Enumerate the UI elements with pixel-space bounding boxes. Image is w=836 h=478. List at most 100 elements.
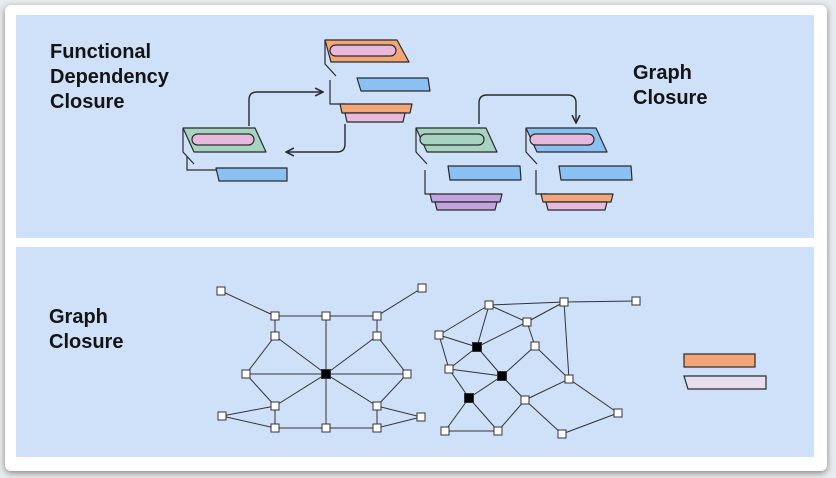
network-right-hub-node — [464, 393, 474, 403]
functional-dependency-closure-title: Functional Dependency Closure — [50, 41, 169, 113]
network-right-edge — [568, 378, 619, 414]
stack-rb-bracket — [535, 170, 547, 195]
network-left-edge — [376, 416, 422, 429]
network-left-node — [372, 331, 382, 341]
network-left-node — [241, 369, 251, 379]
network-left-node — [216, 286, 226, 296]
stack-center-edge — [324, 40, 337, 77]
network-right-node — [484, 300, 494, 310]
arrows — [248, 92, 576, 152]
legend — [683, 353, 767, 390]
stack-left-blue-sheet — [215, 167, 288, 182]
stack-left-pink-pill — [191, 133, 255, 146]
legend-orange-swatch — [683, 353, 756, 368]
network-right-edge — [561, 412, 619, 435]
network-right-edge — [563, 300, 637, 303]
network-left-edge — [245, 335, 276, 375]
stack-rg-blue-sheet — [447, 165, 522, 181]
stack-left — [182, 127, 288, 182]
stack-rb-orange-strip — [540, 193, 614, 203]
network-right-node — [557, 429, 567, 439]
stack-center — [324, 39, 431, 123]
network-left-edge — [376, 373, 408, 407]
network-left-node — [372, 401, 382, 411]
stack-rb-pink-pill — [529, 133, 595, 146]
network-right — [434, 296, 641, 439]
network-left-edge — [220, 290, 276, 317]
network-left-node — [321, 311, 331, 321]
network-left-edge — [325, 335, 378, 375]
network-right-edge — [438, 304, 490, 336]
network-left-hub-node — [321, 369, 331, 379]
network-right-node — [493, 426, 503, 436]
network-left-edge — [376, 287, 423, 317]
network-left-edge — [325, 373, 378, 407]
network-right-hub-node — [497, 371, 507, 381]
network-left-node — [321, 423, 331, 433]
network-left-node — [270, 311, 280, 321]
legend-lavender-swatch — [683, 375, 767, 390]
network-left-edge — [221, 415, 276, 429]
network-right-node — [564, 374, 574, 384]
network-right-edge — [488, 304, 528, 323]
network-right-edge — [476, 321, 528, 348]
arrow-green-to-blue — [478, 94, 576, 124]
stack-left-edge — [182, 128, 195, 165]
network-left-edge — [274, 373, 327, 407]
network-right-node — [559, 297, 569, 307]
network-right-node — [434, 330, 444, 340]
network-right-edge — [488, 301, 565, 306]
stack-center-orange-strip — [339, 103, 413, 114]
network-right-edge — [448, 368, 503, 377]
stack-rb-edge — [525, 128, 538, 165]
network-right-edge — [468, 375, 503, 399]
network-right-edge — [524, 378, 570, 401]
network-right-hub-node — [472, 342, 482, 352]
network-right-edge — [468, 397, 499, 432]
network-right-edge — [563, 301, 570, 380]
network-left-node — [416, 412, 426, 422]
stack-rg-purple-strip — [429, 193, 503, 203]
network-right-node — [613, 408, 623, 418]
network-right-node — [440, 426, 450, 436]
stack-rg-outline-pill — [419, 133, 485, 146]
stack-right-blue — [525, 127, 633, 211]
network-right-node — [444, 364, 454, 374]
graph-closure-title-bottom: Graph Closure — [49, 306, 124, 353]
network-right-edge — [476, 304, 490, 348]
network-right-edge — [526, 301, 565, 323]
stack-center-pink-strip — [344, 112, 406, 123]
graph-closure-title-top: Graph Closure — [633, 62, 708, 109]
network-right-edge — [524, 399, 563, 435]
network-left-node — [270, 331, 280, 341]
top-panel — [16, 15, 814, 238]
network-left-node — [372, 423, 382, 433]
stack-rb-blue-strip — [558, 165, 633, 181]
network-right-node — [522, 317, 532, 327]
network-left-edge — [221, 405, 276, 417]
arrow-left-to-center — [248, 92, 322, 126]
network-right-edge — [534, 345, 570, 380]
network-right-node — [530, 341, 540, 351]
arrow-center-to-left — [287, 124, 346, 152]
stack-left-bracket — [186, 157, 218, 171]
network-left-node — [372, 311, 382, 321]
stack-center-blue-sheet — [356, 77, 431, 92]
network-right-edge — [501, 345, 536, 377]
network-left-node — [270, 423, 280, 433]
stack-rb-pink-strip — [545, 201, 608, 211]
network-left-edge — [376, 335, 408, 375]
network-left-node — [417, 283, 427, 293]
network-left-node — [270, 401, 280, 411]
network-right-edge — [444, 397, 470, 432]
network-left — [216, 283, 427, 433]
network-left-edge — [274, 335, 327, 375]
network-right-edge — [438, 334, 478, 348]
network-right-node — [631, 296, 641, 306]
stack-right-green — [415, 127, 522, 211]
network-left-node — [217, 411, 227, 421]
stack-rg-bracket — [424, 170, 436, 195]
network-right-edge — [497, 399, 526, 432]
network-left-edge — [376, 405, 422, 418]
network-right-node — [520, 395, 530, 405]
